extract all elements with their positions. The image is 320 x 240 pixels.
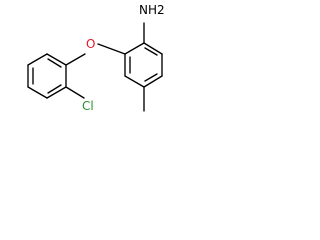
- amine-label: NH2: [139, 3, 165, 17]
- bond-left-3: [46, 86, 67, 99]
- aniline-ring: [124, 42, 163, 88]
- bond-chlorine: [65, 86, 85, 99]
- structure-diagram: NH2 O Cl: [27, 3, 165, 113]
- double-bond-right-2: [144, 73, 158, 82]
- bond-left-4: [27, 86, 48, 99]
- double-bond-right-1: [144, 47, 158, 56]
- chlorophenyl-ring: [27, 53, 67, 99]
- bond-right-1: [143, 42, 163, 55]
- bond-left-6: [27, 53, 48, 66]
- bond-right-4: [124, 75, 145, 88]
- double-bond-left-1: [47, 58, 62, 68]
- chlorine-label: Cl: [82, 99, 94, 113]
- bond-right-3: [143, 75, 163, 88]
- bond-left-1: [46, 53, 67, 66]
- bond-oxygen-left: [65, 53, 86, 66]
- oxygen-label: O: [86, 37, 95, 51]
- substituent-bonds: [65, 22, 145, 112]
- bond-oxygen-right: [97, 43, 126, 55]
- double-bond-left-2: [47, 84, 62, 94]
- bond-right-6: [124, 42, 145, 55]
